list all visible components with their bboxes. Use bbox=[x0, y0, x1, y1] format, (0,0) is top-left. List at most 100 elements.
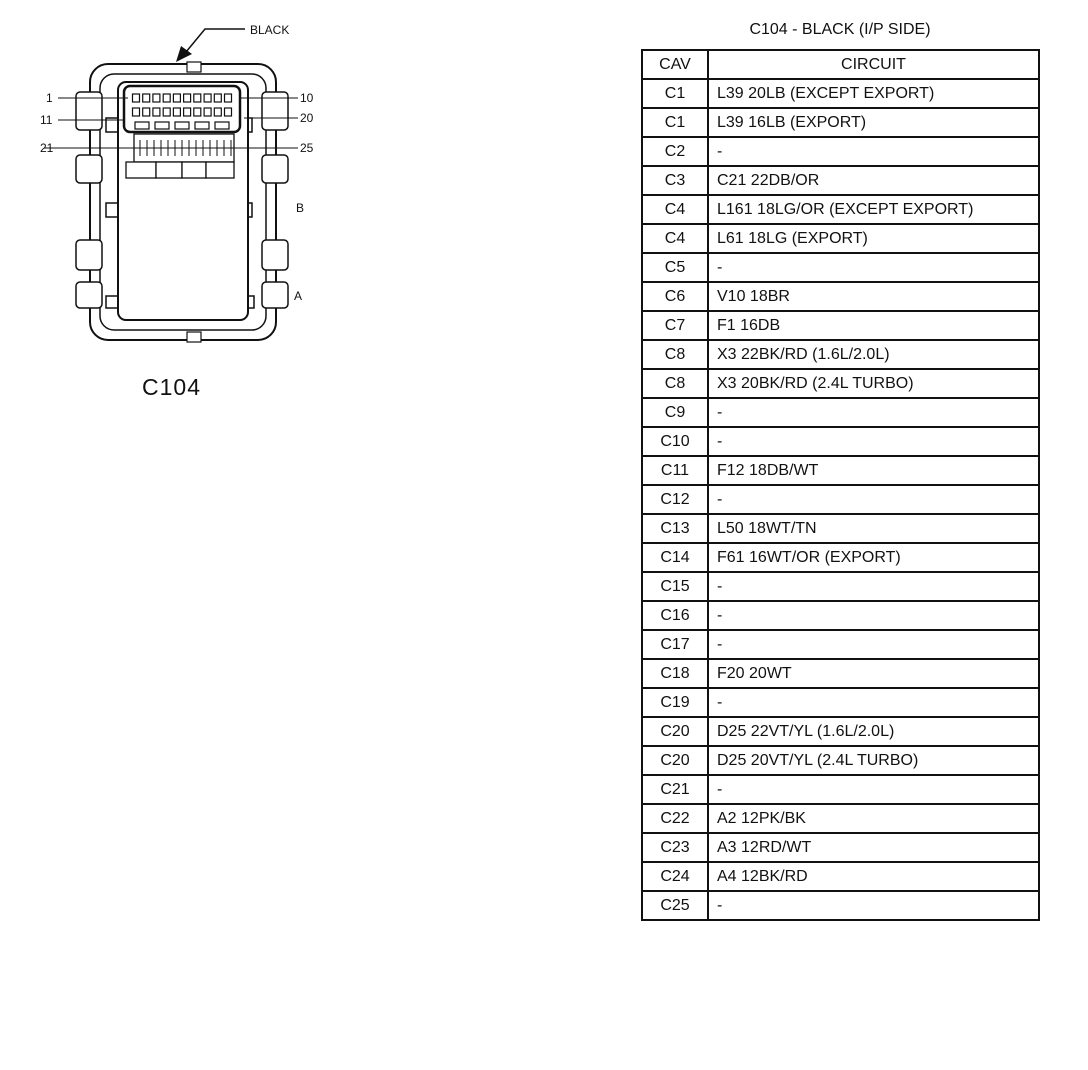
circuit-cell: F1 16DB bbox=[707, 310, 1040, 341]
pin-cavity bbox=[193, 93, 202, 103]
connector-inner-housing bbox=[99, 73, 267, 331]
pin-cavity bbox=[223, 93, 233, 103]
pin-cavity bbox=[214, 121, 230, 130]
table-row: C12- bbox=[641, 484, 1040, 515]
connector-bottom-key bbox=[186, 331, 202, 343]
cav-cell: C11 bbox=[641, 455, 709, 486]
table-row: C2- bbox=[641, 136, 1040, 167]
cav-cell: C8 bbox=[641, 368, 709, 399]
circuit-cell: L161 18LG/OR (EXCEPT EXPORT) bbox=[707, 194, 1040, 225]
cav-cell: C8 bbox=[641, 339, 709, 370]
pin-cavity bbox=[223, 107, 233, 117]
circuit-cell: - bbox=[707, 629, 1040, 660]
cav-cell: C2 bbox=[641, 136, 709, 167]
circuit-cell: D25 20VT/YL (2.4L TURBO) bbox=[707, 745, 1040, 776]
circuit-cell: - bbox=[707, 136, 1040, 167]
cav-cell: C25 bbox=[641, 890, 709, 921]
cav-cell: C20 bbox=[641, 745, 709, 776]
table-row: C19- bbox=[641, 687, 1040, 718]
cav-cell: C15 bbox=[641, 571, 709, 602]
pin-cavity bbox=[203, 107, 212, 117]
table-row: C5- bbox=[641, 252, 1040, 283]
pin-row-21-25 bbox=[134, 121, 230, 130]
pin-label-1: 1 bbox=[46, 91, 53, 105]
table-row: C21- bbox=[641, 774, 1040, 805]
pin-cavity bbox=[152, 107, 161, 117]
circuit-cell: - bbox=[707, 890, 1040, 921]
pin-label-25: 25 bbox=[300, 141, 314, 155]
circuit-cell: L61 18LG (EXPORT) bbox=[707, 223, 1040, 254]
pin-label-10: 10 bbox=[300, 91, 314, 105]
pin-label-20: 20 bbox=[300, 111, 314, 125]
table-row: C9- bbox=[641, 397, 1040, 428]
circuit-cell: D25 22VT/YL (1.6L/2.0L) bbox=[707, 716, 1040, 747]
pin-cavity bbox=[154, 121, 170, 130]
cav-cell: C14 bbox=[641, 542, 709, 573]
pin-cavity bbox=[172, 107, 181, 117]
table-row: C10- bbox=[641, 426, 1040, 457]
connector-left-latches bbox=[75, 91, 121, 309]
cav-cell: C13 bbox=[641, 513, 709, 544]
pin-cavity bbox=[213, 107, 222, 117]
connector-lower-cavities bbox=[125, 133, 235, 179]
cav-cell: C16 bbox=[641, 600, 709, 631]
cavity-detail-lines bbox=[136, 140, 232, 156]
side-label-a: A bbox=[294, 289, 302, 303]
circuit-cell: A3 12RD/WT bbox=[707, 832, 1040, 863]
circuit-cell: X3 20BK/RD (2.4L TURBO) bbox=[707, 368, 1040, 399]
circuit-cell: L39 16LB (EXPORT) bbox=[707, 107, 1040, 138]
header-cav: CAV bbox=[641, 49, 709, 80]
table-row: C16- bbox=[641, 600, 1040, 631]
pin-cavity bbox=[131, 107, 141, 117]
side-label-b: B bbox=[296, 201, 304, 215]
circuit-cell: L39 20LB (EXCEPT EXPORT) bbox=[707, 78, 1040, 109]
cav-cell: C18 bbox=[641, 658, 709, 689]
wire-color-label: BLACK bbox=[250, 23, 289, 37]
circuit-cell: - bbox=[707, 687, 1040, 718]
cav-cell: C6 bbox=[641, 281, 709, 312]
pin-cavity bbox=[131, 93, 141, 103]
cav-cell: C1 bbox=[641, 78, 709, 109]
pin-cavity bbox=[172, 93, 181, 103]
pin-cavity bbox=[203, 93, 212, 103]
circuit-cell: - bbox=[707, 600, 1040, 631]
cav-cell: C10 bbox=[641, 426, 709, 457]
header-circuit: CIRCUIT bbox=[707, 49, 1040, 80]
pin-label-leaders bbox=[44, 97, 298, 149]
pin-row-1-10 bbox=[131, 93, 233, 103]
wire-color-leader-line bbox=[185, 28, 245, 53]
circuit-cell: - bbox=[707, 484, 1040, 515]
cav-cell: C5 bbox=[641, 252, 709, 283]
cav-cell: C1 bbox=[641, 107, 709, 138]
pin-label-11: 11 bbox=[40, 113, 53, 127]
circuit-cell: - bbox=[707, 426, 1040, 457]
circuit-cell: L50 18WT/TN bbox=[707, 513, 1040, 544]
cav-cell: C22 bbox=[641, 803, 709, 834]
table-row: C15- bbox=[641, 571, 1040, 602]
circuit-cell: C21 22DB/OR bbox=[707, 165, 1040, 196]
cav-cell: C4 bbox=[641, 194, 709, 225]
cav-cell: C4 bbox=[641, 223, 709, 254]
circuit-cell: A4 12BK/RD bbox=[707, 861, 1040, 892]
cav-cell: C7 bbox=[641, 310, 709, 341]
table-header-row: CAV CIRCUIT bbox=[641, 49, 1040, 80]
table-row: C17- bbox=[641, 629, 1040, 660]
cav-cell: C9 bbox=[641, 397, 709, 428]
pin-cavity bbox=[142, 93, 151, 103]
pin-cavity bbox=[174, 121, 190, 130]
circuit-cell: F61 16WT/OR (EXPORT) bbox=[707, 542, 1040, 573]
connector-outer-housing bbox=[89, 63, 277, 341]
